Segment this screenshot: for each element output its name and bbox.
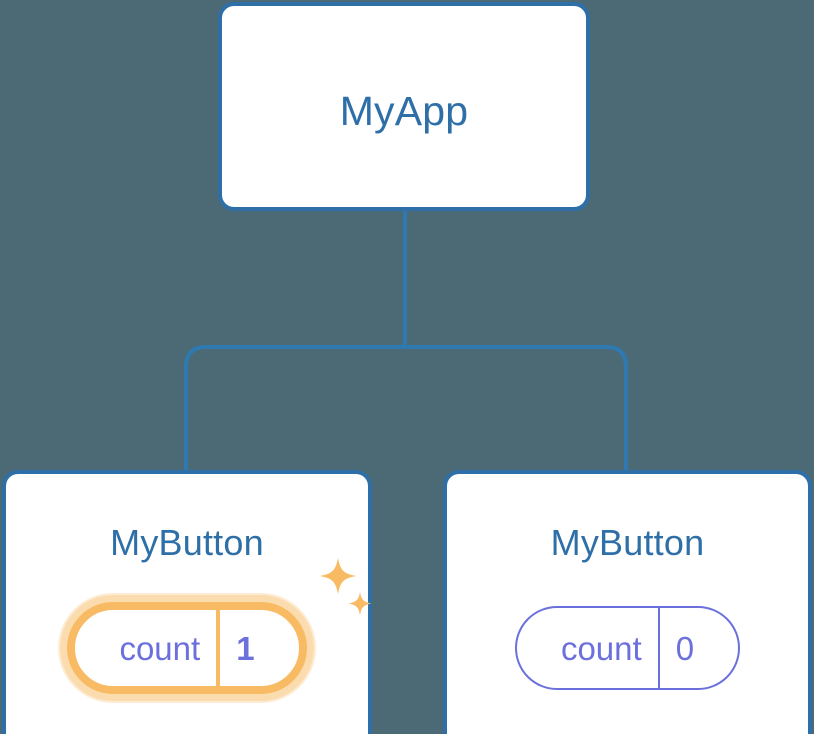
connector-branch-left bbox=[184, 345, 405, 472]
node-card-child-0[interactable]: MyButton count 1 bbox=[2, 470, 372, 734]
state-value-child-0: 1 bbox=[236, 629, 255, 667]
state-key-child-0: count bbox=[119, 629, 201, 667]
connector-branch-right bbox=[405, 345, 628, 472]
node-card-root[interactable]: MyApp bbox=[218, 2, 590, 211]
node-title-child-0: MyButton bbox=[110, 522, 264, 563]
state-divider-child-1 bbox=[657, 608, 660, 688]
node-title-root: MyApp bbox=[339, 88, 469, 134]
state-value-child-1: 0 bbox=[675, 629, 695, 667]
state-pill-child-0[interactable]: count 1 bbox=[67, 602, 307, 694]
state-pill-wrap-child-0: count 1 bbox=[6, 602, 368, 694]
node-title-child-1: MyButton bbox=[550, 522, 705, 563]
state-pill-wrap-child-1: count 0 bbox=[447, 606, 808, 690]
state-pill-child-1[interactable]: count 0 bbox=[514, 606, 741, 690]
state-key-child-1: count bbox=[560, 629, 642, 667]
node-card-child-1[interactable]: MyButton count 0 bbox=[443, 470, 812, 734]
state-divider-child-0 bbox=[216, 610, 221, 686]
